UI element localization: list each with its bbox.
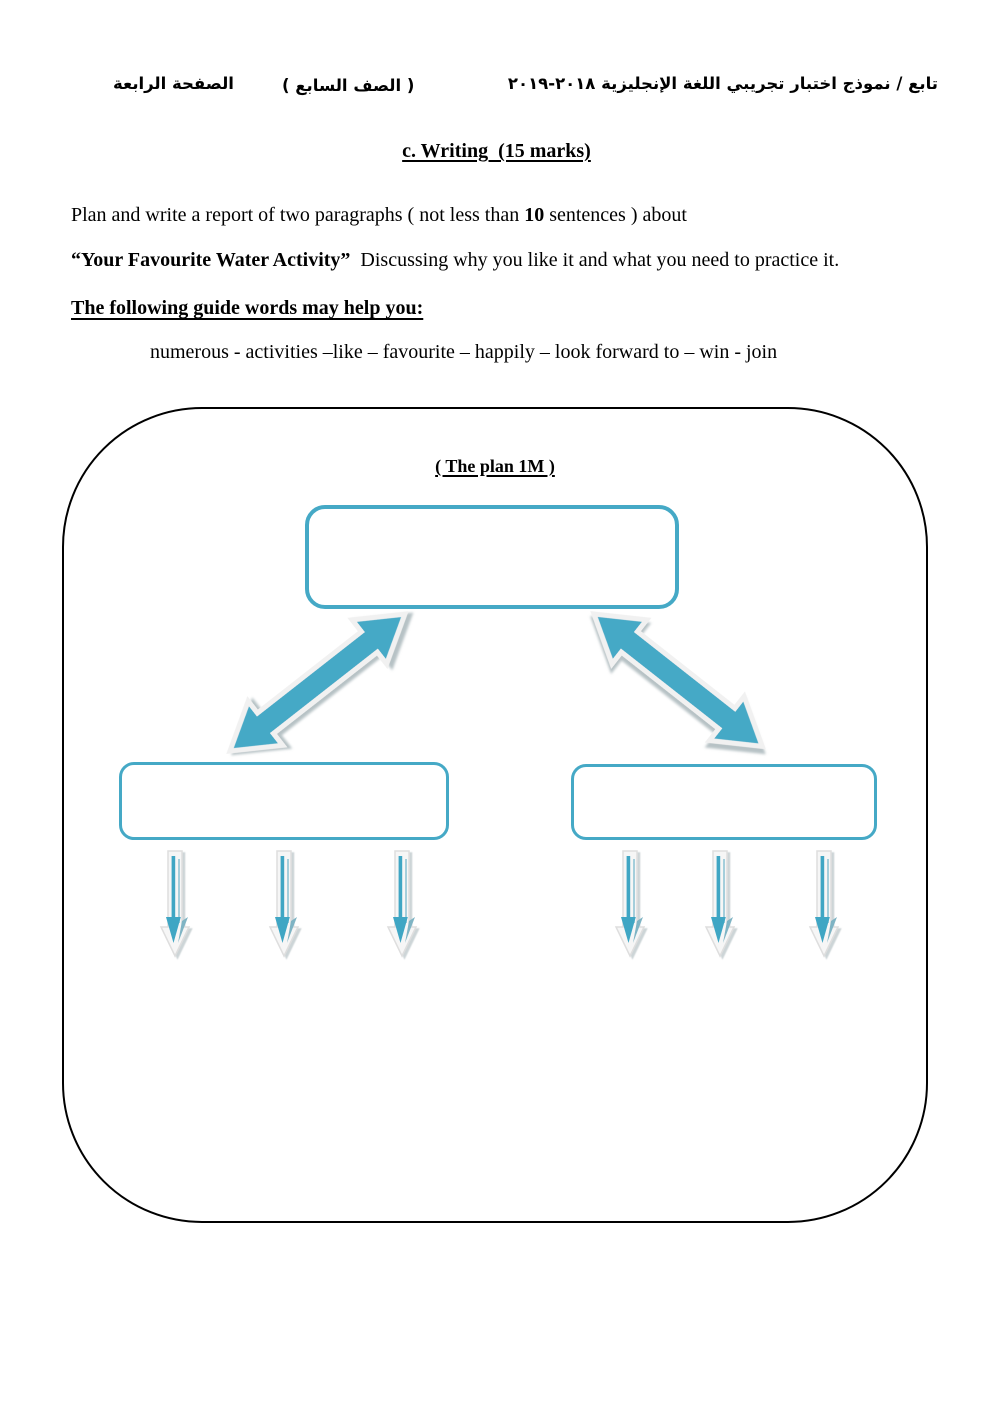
- plan-right-box: [571, 764, 877, 840]
- task-topic-title: “Your Favourite Water Activity”: [71, 249, 351, 271]
- guide-words-heading: The following guide words may help you:: [71, 297, 424, 319]
- task-topic-line: “Your Favourite Water Activity” Discussi…: [71, 246, 916, 275]
- down-arrow: [616, 851, 644, 956]
- section-title: c. Writing (15 marks): [0, 140, 993, 163]
- down-arrow: [161, 851, 189, 956]
- plan-frame: ( The plan 1M ): [62, 407, 928, 1223]
- guide-words-list: numerous - activities –like – favourite …: [150, 341, 778, 363]
- double-arrow-left: [226, 611, 409, 754]
- down-arrow: [706, 851, 734, 956]
- grade-label-arabic: ( الصف السابع ): [282, 76, 415, 95]
- page-number-label-arabic: الصفحة الرابعة: [113, 74, 234, 93]
- task-instruction-line: Plan and write a report of two paragraph…: [71, 204, 926, 227]
- plan-left-box: [119, 762, 449, 840]
- down-arrow: [810, 851, 838, 956]
- task-topic-description: Discussing why you like it and what you …: [350, 249, 840, 271]
- task-instruction-suffix: sentences ) about: [544, 204, 687, 226]
- task-instruction-bold-number: 10: [524, 204, 545, 226]
- down-arrow: [388, 851, 416, 956]
- double-arrow-right: [590, 611, 766, 750]
- plan-title: ( The plan 1M ): [435, 456, 555, 476]
- task-instruction-prefix: Plan and write a report of two paragraph…: [71, 204, 525, 226]
- exam-title-arabic: تابع / نموذج اختبار تجريبي اللغة الإنجلي…: [507, 74, 938, 93]
- down-arrow: [270, 851, 298, 956]
- plan-top-box: [305, 505, 679, 609]
- section-title-text: c. Writing (15 marks): [402, 140, 591, 162]
